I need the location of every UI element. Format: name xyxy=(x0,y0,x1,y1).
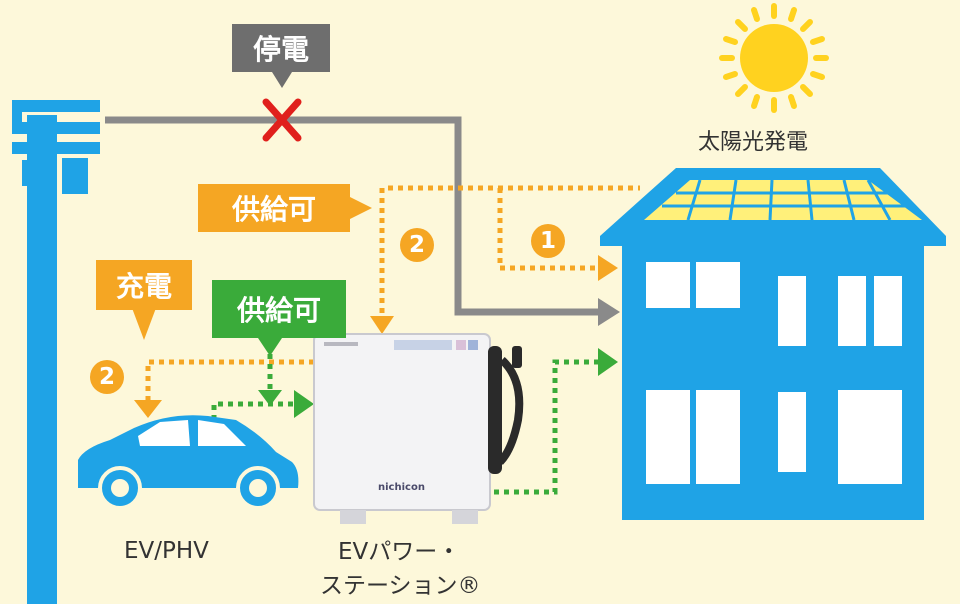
marker-1: 1 xyxy=(531,224,565,258)
marker-2-left: 2 xyxy=(90,360,124,394)
orange-arrow-house xyxy=(598,255,618,281)
green-arrow-down xyxy=(258,390,282,406)
marker-1-text: 1 xyxy=(539,228,556,254)
charge-label: 充電 xyxy=(115,270,172,303)
green-callout-tail xyxy=(258,338,282,356)
station-label-line1: EVパワー・ xyxy=(338,539,461,565)
supply-callout-tail xyxy=(348,196,372,220)
outage-callout: 停電 xyxy=(232,24,330,72)
orange-dotted-flows xyxy=(145,185,640,400)
marker-2-left-text: 2 xyxy=(98,364,115,390)
charge-callout-tail xyxy=(132,308,156,340)
supply-label-green: 供給可 xyxy=(236,294,321,327)
marker-2-top: 2 xyxy=(400,228,434,262)
outage-label: 停電 xyxy=(252,33,309,66)
orange-arrow-ev xyxy=(134,400,162,418)
green-arrow-house xyxy=(598,348,618,376)
supply-label-top: 供給可 xyxy=(231,193,316,226)
house-icon xyxy=(600,168,946,520)
outage-callout-tail xyxy=(272,72,292,88)
supply-callout-green: 供給可 xyxy=(212,280,346,338)
solar-label: 太陽光発電 xyxy=(698,130,809,155)
ev-label: EV/PHV xyxy=(124,538,209,564)
orange-arrow-station xyxy=(370,316,394,334)
sun-icon xyxy=(719,3,829,113)
green-arrow-station xyxy=(294,390,314,418)
outage-x-icon xyxy=(262,98,302,142)
ev-car-icon xyxy=(78,415,299,510)
utility-pole-icon xyxy=(12,100,100,604)
supply-callout-top: 供給可 xyxy=(198,184,350,232)
station-label-line2: ステーション® xyxy=(320,573,481,599)
charge-callout: 充電 xyxy=(96,260,192,310)
ev-power-station-icon xyxy=(313,333,524,524)
device-brand-label: nichicon xyxy=(378,482,425,493)
marker-2-top-text: 2 xyxy=(408,232,425,258)
